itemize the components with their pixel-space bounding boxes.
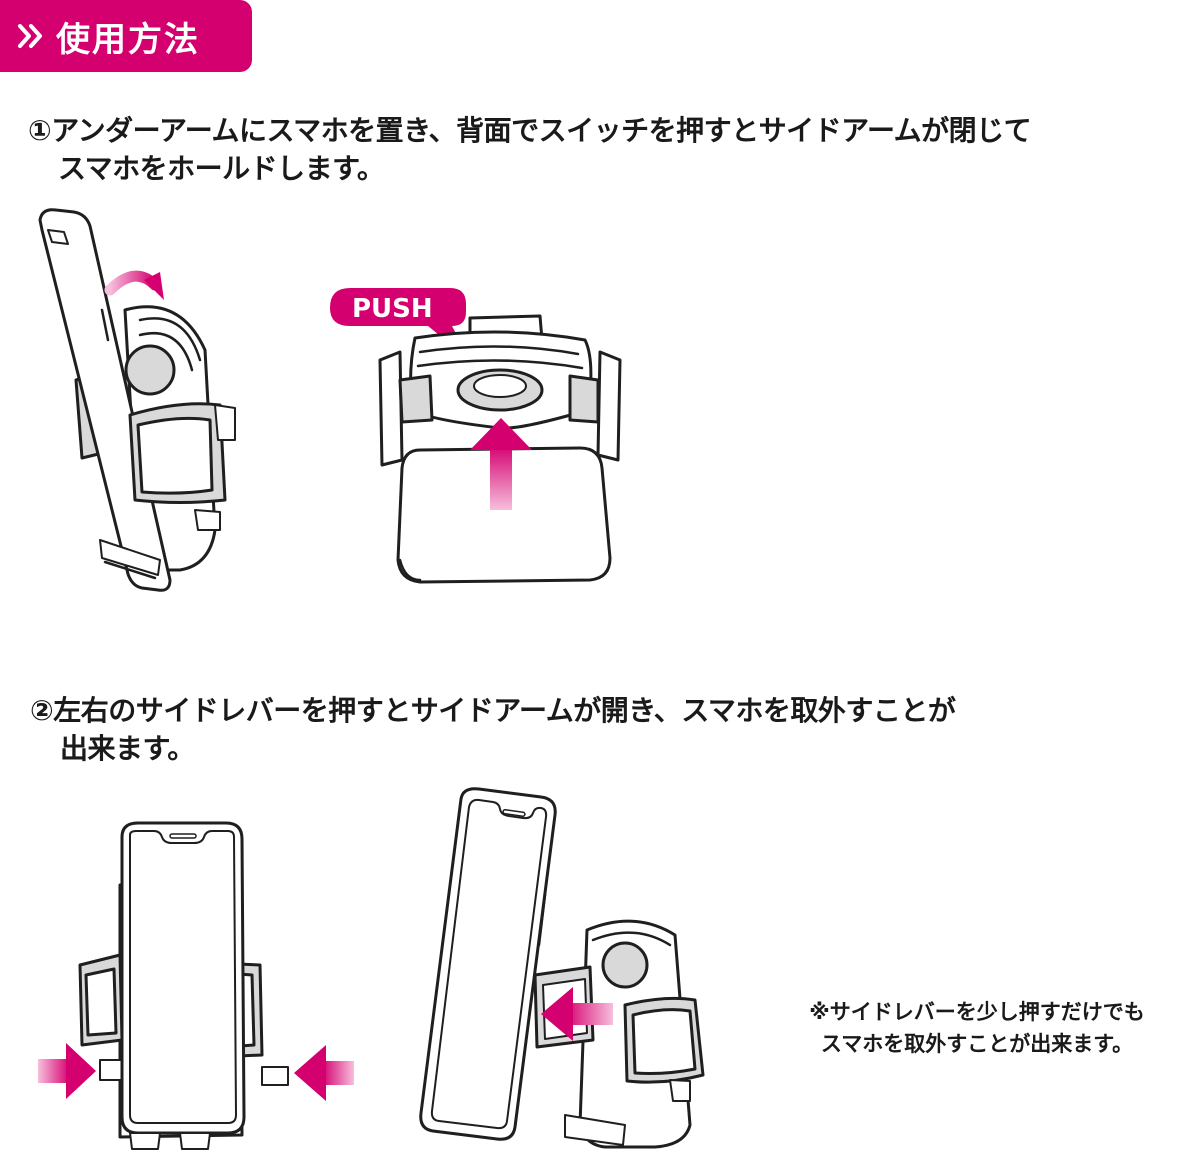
- push-bubble: [330, 288, 470, 360]
- step-2-instruction: ②左右のサイドレバーを押すとサイドアームが開き、スマホを取外すことが 出来ます。: [30, 692, 956, 768]
- step-1-line-2: スマホをホールドします。: [58, 152, 385, 185]
- step-2-remove-phone-illustration: [419, 787, 705, 1149]
- step-1-line-1: ①アンダーアームにスマホを置き、背面でスイッチを押すとサイドアームが閉じて: [28, 114, 1032, 147]
- double-chevron-right-icon: [18, 24, 42, 48]
- step-1-side-view-illustration: [38, 208, 236, 592]
- section-title: 使用方法: [56, 19, 200, 60]
- step-2-front-view-illustration: [38, 821, 354, 1150]
- step-1-push-illustration: PUSH: [330, 288, 622, 584]
- note-text: ※サイドレバーを少し押すだけでも スマホを取外すことが出来ます。: [782, 996, 1172, 1060]
- section-header-tab: 使用方法: [0, 0, 252, 72]
- push-label: PUSH: [352, 294, 433, 324]
- note-line-1: ※サイドレバーを少し押すだけでも: [809, 1000, 1145, 1024]
- step-1-instruction: ①アンダーアームにスマホを置き、背面でスイッチを押すとサイドアームが閉じて スマ…: [28, 112, 1032, 188]
- note-line-2: スマホを取外すことが出来ます。: [820, 1032, 1134, 1056]
- step-2-line-1: ②左右のサイドレバーを押すとサイドアームが開き、スマホを取外すことが: [30, 694, 956, 727]
- step-2-line-2: 出来ます。: [60, 732, 195, 765]
